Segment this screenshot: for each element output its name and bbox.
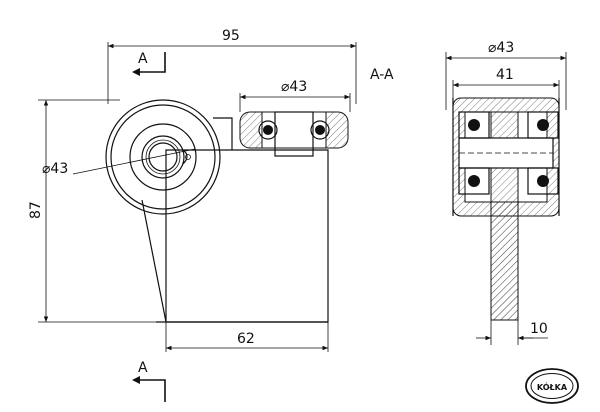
wheel-outer-circle (105, 99, 221, 215)
flange-edge (213, 117, 233, 150)
svg-text:KÓŁKA: KÓŁKA (537, 381, 568, 392)
dim-height: 87 (28, 201, 44, 219)
section-label: A-A (370, 67, 394, 83)
bearing-outer-circle (141, 135, 185, 179)
dim-base-width: 62 (237, 331, 255, 347)
bearing-ball-right (310, 120, 330, 140)
bracket-slant (141, 199, 167, 323)
top-wheel-axle (274, 111, 314, 157)
dim-wheel-diameter-side: ⌀43 (42, 161, 68, 177)
wheel-hub-circle (129, 123, 197, 191)
cut-marker-bottom: A (132, 360, 166, 402)
section-view: ⌀43 41 10 (445, 40, 567, 345)
dim-wheel-diameter-top: ⌀43 (281, 79, 307, 95)
circlip-hole (185, 154, 191, 160)
brand-logo: KÓŁKA (525, 368, 579, 404)
circlip-circle (145, 139, 181, 175)
cut-marker-top: A (132, 51, 166, 76)
svg-text:A: A (138, 51, 148, 67)
dim-plate-thickness: 10 (530, 321, 548, 337)
top-wheel-section (239, 111, 349, 157)
dim-overall-width: 95 (222, 28, 240, 44)
leader-43-side (72, 148, 196, 175)
bearings (458, 111, 559, 195)
side-view: 95 ⌀43 ⌀43 87 62 A A A-A (28, 28, 394, 402)
dim-section-width: 41 (496, 67, 514, 83)
dim-section-diameter: ⌀43 (488, 40, 514, 56)
axle-circle (148, 142, 178, 172)
wheel-tread-circle (110, 104, 216, 210)
bearing-ball-left (258, 120, 278, 140)
svg-text:A: A (138, 360, 148, 376)
